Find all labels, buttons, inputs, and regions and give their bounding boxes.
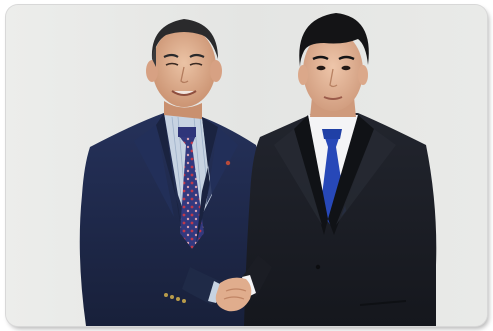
lapel-pin <box>225 160 231 166</box>
person-right <box>244 13 437 326</box>
left-hair <box>151 19 218 59</box>
clasped-hands <box>215 277 252 312</box>
right-hair <box>299 13 369 67</box>
left-lapel-l <box>156 113 182 235</box>
photo <box>6 5 487 326</box>
left-tie <box>178 135 204 249</box>
right-lapel-l <box>294 115 328 235</box>
handshake <box>182 255 272 312</box>
left-lapel-r <box>196 117 218 245</box>
person-left <box>79 19 268 326</box>
photo-frame <box>6 5 487 326</box>
right-lapel-r <box>328 115 374 235</box>
